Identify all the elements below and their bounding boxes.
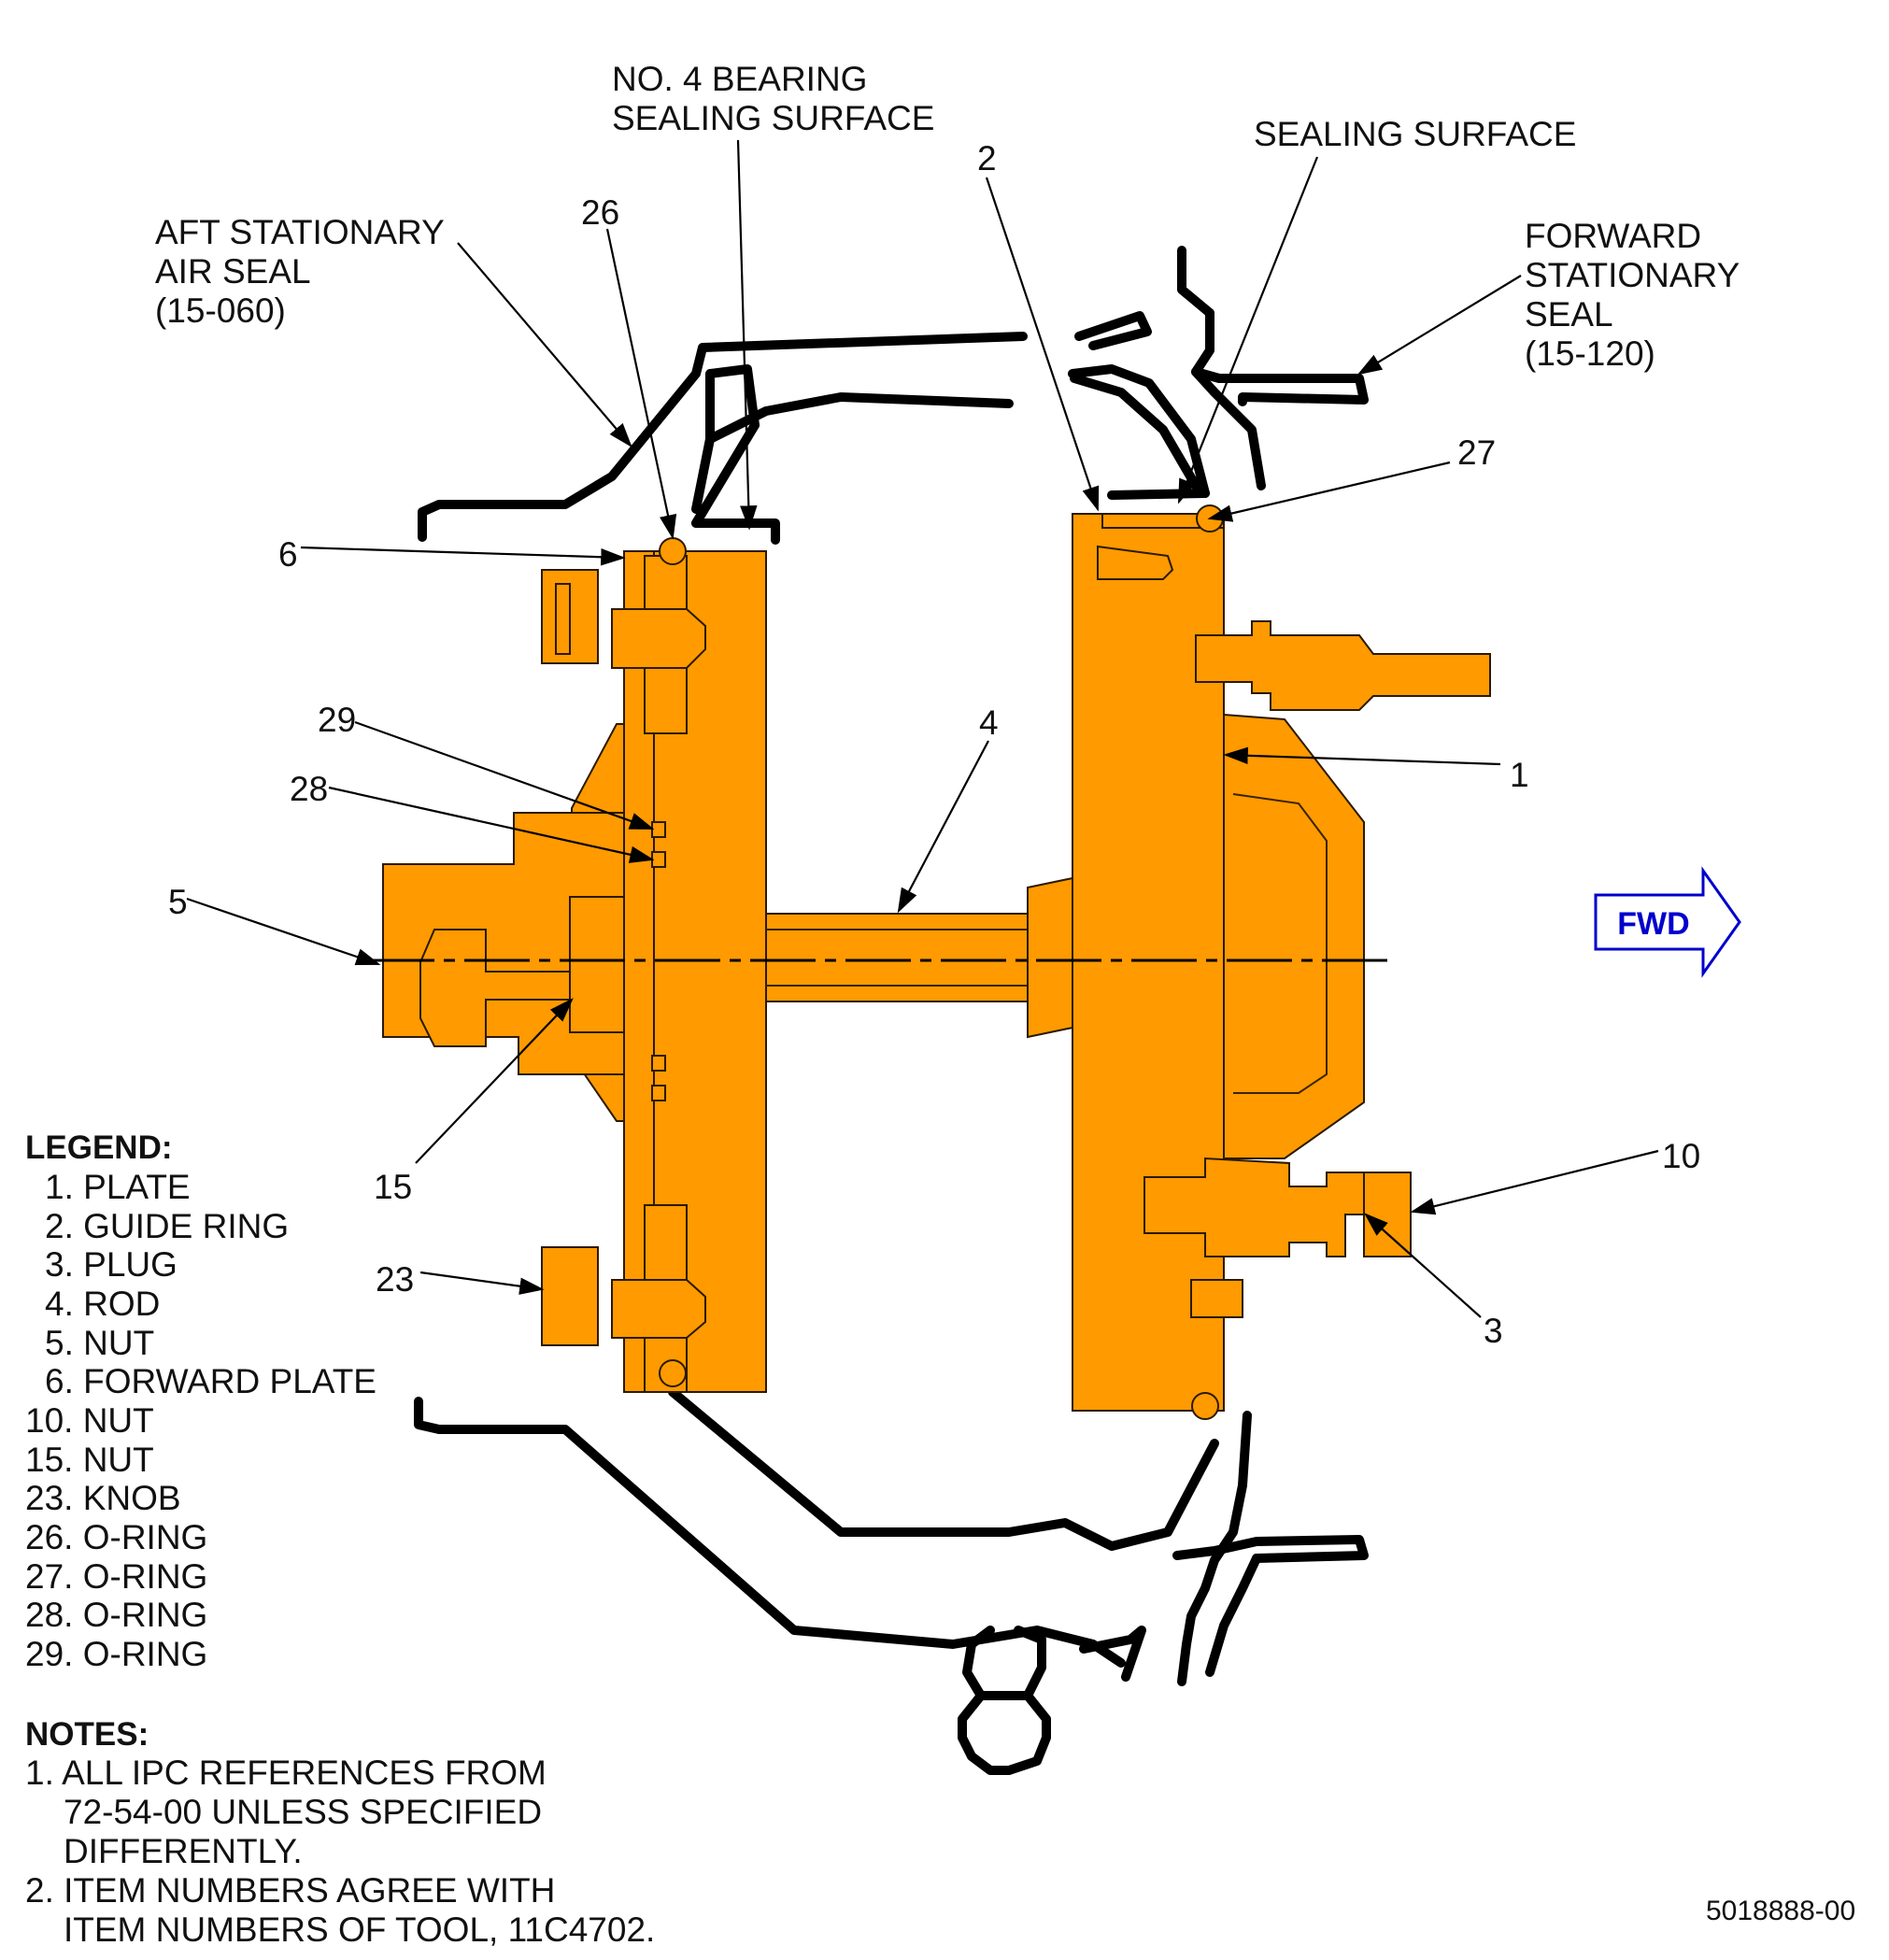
item-number-29: 29 — [318, 701, 356, 739]
callout-bearing-line2: SEALING SURFACE — [612, 99, 934, 137]
leader-23 — [419, 1271, 545, 1295]
leader-1 — [1223, 746, 1501, 766]
leader-aft-stationary-air-seal — [457, 242, 632, 448]
callout-aft-line2: AIR SEAL — [155, 252, 311, 291]
leader-bearing-sealing-surface — [736, 139, 758, 531]
callout-fwd-line1: FORWARD — [1525, 217, 1701, 255]
callout-fwd-line4: (15-120) — [1525, 334, 1655, 373]
guide-ring-2 — [1101, 513, 1225, 529]
leader-27 — [1207, 461, 1451, 522]
legend-item: 28. O-RING — [25, 1596, 207, 1634]
callout-sealing-surface: SEALING SURFACE — [1254, 115, 1576, 153]
callout-aft-line3: (15-060) — [155, 291, 286, 330]
fwd-arrow: FWD — [1594, 866, 1741, 978]
leader-4 — [897, 740, 989, 914]
o-ring-28 — [651, 851, 666, 868]
legend-item: 23. KNOB — [25, 1479, 181, 1517]
aft-stationary-air-seal-upper-lip — [691, 311, 1152, 545]
legend-item: 5. NUT — [45, 1324, 154, 1362]
o-ring-26 — [659, 537, 687, 565]
item-number-10: 10 — [1662, 1137, 1700, 1175]
notes-line: DIFFERENTLY. — [64, 1832, 303, 1870]
item-number-27: 27 — [1457, 433, 1496, 472]
nut-5 — [419, 929, 575, 1047]
callout-bearing-line1: NO. 4 BEARING — [612, 60, 867, 98]
o-ring-fwd-lower — [1191, 1392, 1219, 1420]
item-number-23: 23 — [376, 1260, 414, 1299]
legend-title: LEGEND: — [25, 1129, 173, 1166]
forward-boss — [1223, 713, 1365, 1159]
legend-item: 4. ROD — [45, 1285, 160, 1323]
knob-23 — [541, 1246, 599, 1346]
item-number-5: 5 — [168, 883, 188, 921]
leader-forward-stationary-seal — [1356, 275, 1522, 376]
leader-5 — [186, 897, 381, 966]
legend-item: 1. PLATE — [45, 1168, 191, 1206]
item-number-2: 2 — [977, 139, 997, 178]
callout-bearing-sealing-surface: NO. 4 BEARING SEALING SURFACE — [612, 60, 934, 137]
leader-3 — [1364, 1213, 1482, 1318]
forward-stud — [1195, 620, 1491, 711]
aft-stationary-air-seal-lower — [414, 1387, 1219, 1775]
item-number-6: 6 — [278, 535, 298, 574]
o-ring-29 — [651, 821, 666, 838]
legend: LEGEND: 1. PLATE 2. GUIDE RING 3. PLUG 4… — [25, 1129, 376, 1673]
figure-id: 5018888-00 — [1706, 1896, 1855, 1926]
item-number-1: 1 — [1510, 756, 1529, 794]
notes-line: 72-54-00 UNLESS SPECIFIED — [64, 1793, 542, 1831]
legend-item: 15. NUT — [25, 1441, 154, 1479]
o-ring-aft-lower — [659, 1359, 687, 1387]
forward-stationary-seal-lower — [1172, 1411, 1369, 1686]
item-number-26: 26 — [581, 193, 619, 232]
item-number-15: 15 — [374, 1168, 412, 1206]
leader-6 — [300, 546, 626, 566]
forward-plate-assembly — [382, 537, 767, 1393]
plug-3 — [1363, 1172, 1412, 1257]
leader-28 — [328, 786, 655, 863]
notes-line: ITEM NUMBERS OF TOOL, 11C4702. — [64, 1910, 655, 1949]
notes-line: 1. ALL IPC REFERENCES FROM — [25, 1754, 547, 1792]
rod-4 — [765, 913, 1029, 1002]
legend-item: 3. PLUG — [45, 1245, 178, 1284]
callout-aft-line1: AFT STATIONARY — [155, 213, 445, 251]
nut-10 — [1143, 1157, 1407, 1257]
aft-stationary-air-seal-upper — [418, 332, 1028, 542]
callout-aft-stationary-air-seal: AFT STATIONARY AIR SEAL (15-060) — [155, 213, 445, 330]
forward-stationary-seal-upper — [1068, 246, 1369, 500]
callout-fwd-line3: SEAL — [1525, 295, 1613, 334]
notes-line: 2. ITEM NUMBERS AGREE WITH — [25, 1871, 555, 1910]
leader-29 — [354, 720, 655, 831]
notes-title: NOTES: — [25, 1716, 149, 1753]
item-number-3: 3 — [1484, 1312, 1503, 1350]
legend-item: 10. NUT — [25, 1401, 154, 1440]
legend-item: 6. FORWARD PLATE — [45, 1362, 376, 1400]
plate-1-assembly — [1027, 504, 1491, 1420]
leader-2 — [985, 177, 1100, 512]
leader-15 — [415, 998, 574, 1164]
callout-forward-stationary-seal: FORWARD STATIONARY SEAL (15-120) — [1525, 217, 1740, 373]
item-number-28: 28 — [290, 770, 328, 808]
callout-fwd-line2: STATIONARY — [1525, 256, 1740, 294]
legend-item: 27. O-RING — [25, 1557, 207, 1596]
notes: NOTES: 1. ALL IPC REFERENCES FROM 72-54-… — [25, 1716, 655, 1949]
leader-26 — [605, 228, 677, 540]
fwd-label: FWD — [1617, 906, 1689, 942]
legend-item: 2. GUIDE RING — [45, 1207, 289, 1245]
legend-item: 26. O-RING — [25, 1518, 207, 1556]
legend-item: 29. O-RING — [25, 1635, 207, 1673]
leader-sealing-surface — [1177, 156, 1319, 504]
leader-10 — [1410, 1149, 1659, 1215]
leader-lines — [186, 139, 1659, 1318]
item-number-4: 4 — [979, 703, 999, 742]
